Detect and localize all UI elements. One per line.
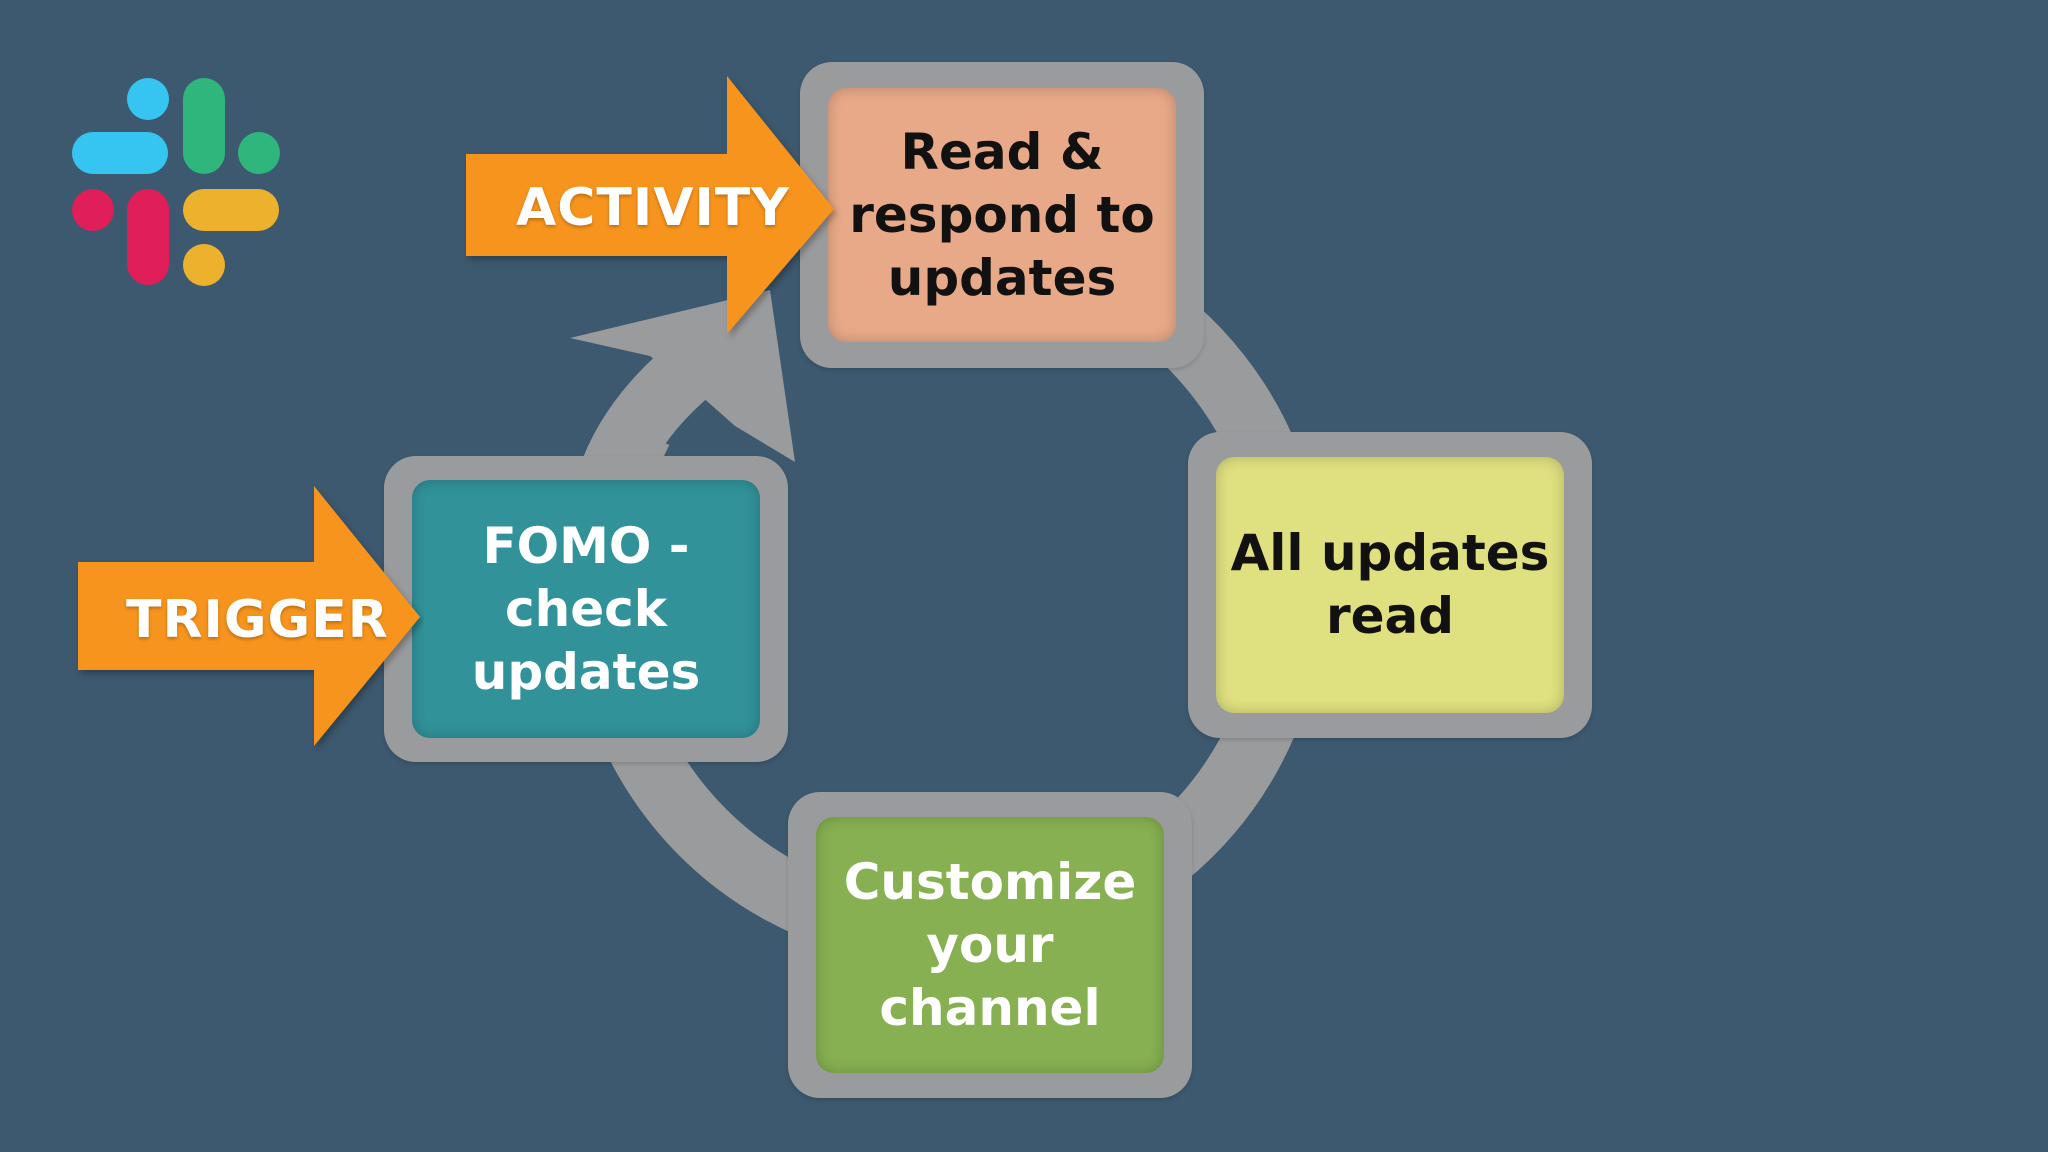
- trigger-arrow: [78, 486, 420, 746]
- node-read-respond: Read & respond to updates: [828, 88, 1176, 342]
- node-customize-channel-label: Customize your channel: [843, 852, 1137, 1037]
- trigger-label: TRIGGER: [126, 590, 389, 650]
- node-fomo-check: FOMO - check updates: [412, 480, 760, 738]
- node-customize-channel: Customize your channel: [816, 817, 1164, 1073]
- node-fomo-check-label: FOMO - check updates: [471, 516, 701, 701]
- activity-label: ACTIVITY: [516, 178, 790, 238]
- node-read-respond-label: Read & respond to updates: [849, 122, 1155, 307]
- activity-arrow: [466, 76, 834, 334]
- node-all-updates-read-label: All updates read: [1230, 524, 1550, 645]
- slack-logo-icon: [72, 78, 280, 286]
- node-all-updates-read: All updates read: [1216, 457, 1564, 713]
- cycle-return-arrowhead: [570, 290, 795, 462]
